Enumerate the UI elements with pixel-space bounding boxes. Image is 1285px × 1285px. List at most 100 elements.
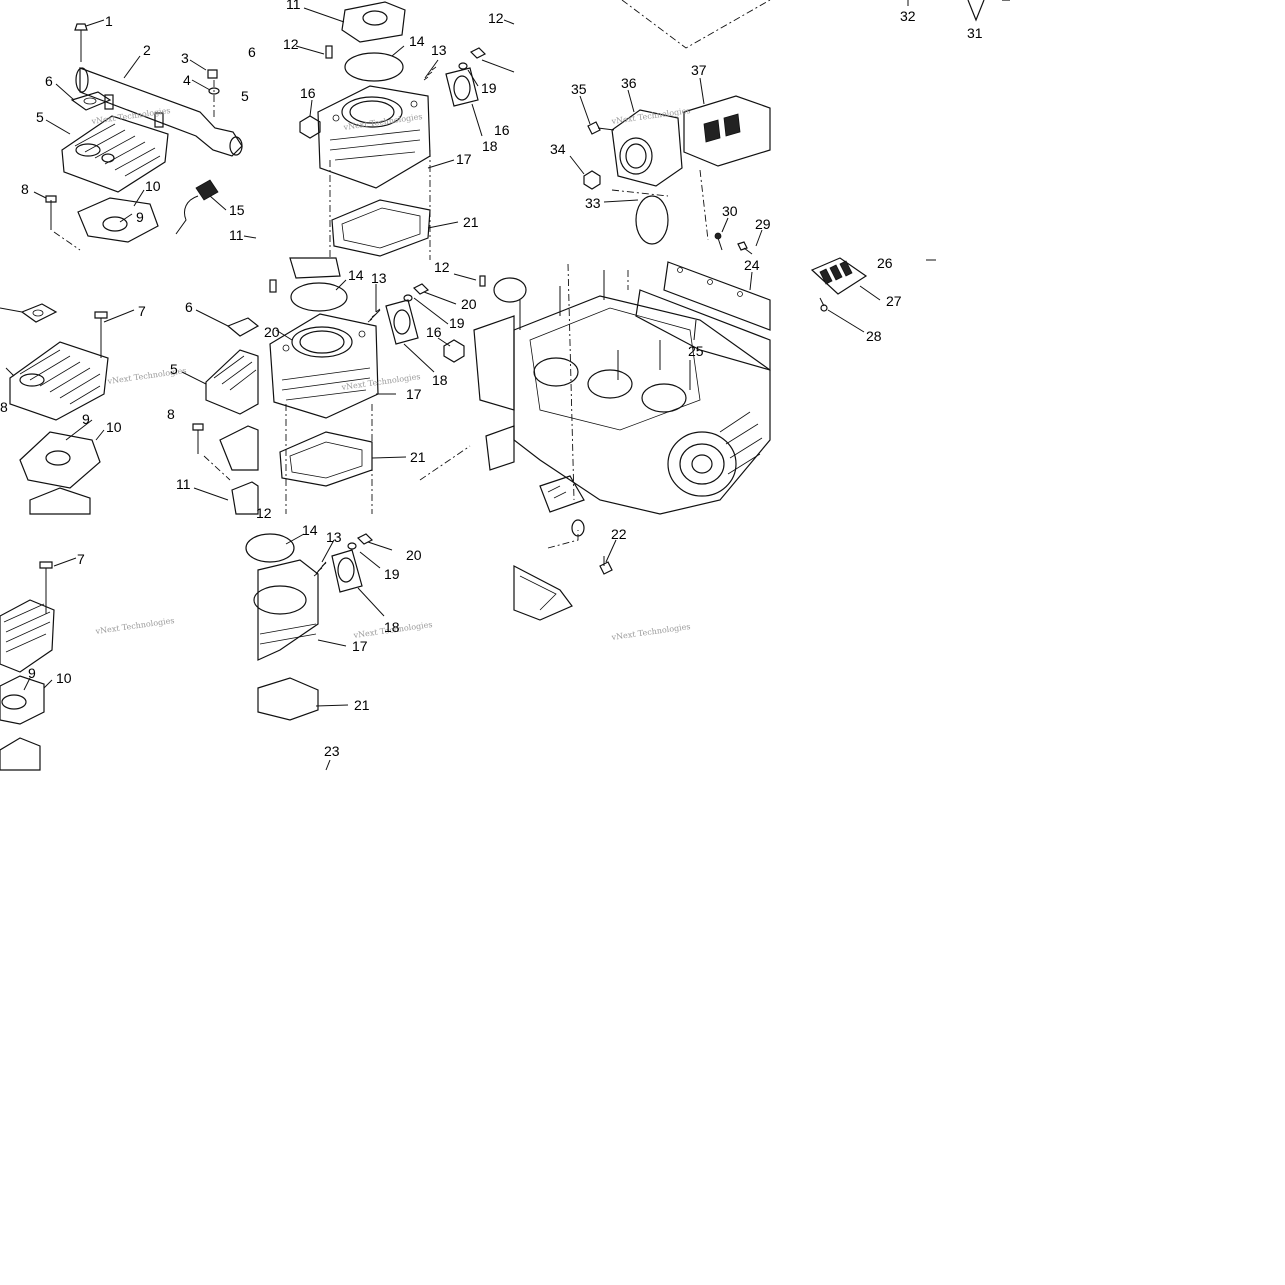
callout-27: 27 [886, 293, 902, 309]
callout-3: 3 [181, 50, 189, 66]
callout-8: 8 [21, 181, 29, 197]
callout-23: 23 [324, 743, 340, 759]
callout-11: 11 [176, 476, 191, 492]
callout-17: 17 [456, 151, 472, 167]
reed-valve [683, 95, 771, 167]
throttle-body [611, 109, 683, 187]
callout-13: 13 [326, 529, 342, 545]
callout-5: 5 [36, 109, 44, 125]
callout-37: 37 [691, 62, 707, 78]
watermark: vNext Technologies [90, 106, 171, 126]
callout-13: 13 [371, 270, 387, 286]
callout-12: 12 [488, 10, 504, 26]
tile-row3-left [0, 561, 55, 771]
callout-20: 20 [406, 547, 422, 563]
screw-washer [207, 69, 220, 120]
tile-row3-right [513, 519, 613, 621]
callout-28: 28 [866, 328, 882, 344]
gasket [70, 91, 112, 111]
callout-7: 7 [138, 303, 146, 319]
watermark: vNext Technologies [342, 112, 423, 132]
tile-row2-far-right [810, 257, 936, 312]
crankcase [513, 270, 771, 515]
callout-29: 29 [755, 216, 771, 232]
callout-4: 4 [183, 72, 191, 88]
tile-row1-far-right [907, 0, 1010, 22]
callout-9: 9 [136, 209, 144, 225]
callout-9: 9 [28, 665, 36, 681]
cylinder-head [9, 341, 109, 421]
callout-5: 5 [241, 88, 249, 104]
callout-6: 6 [45, 73, 53, 89]
callout-19: 19 [384, 566, 400, 582]
callout-31: 31 [967, 25, 983, 41]
callout-5: 5 [170, 361, 178, 377]
callout-8: 8 [167, 406, 175, 422]
callout-10: 10 [56, 670, 72, 686]
callout-17: 17 [406, 386, 422, 402]
callout-26: 26 [877, 255, 893, 271]
callout-33: 33 [585, 195, 601, 211]
callout-19: 19 [449, 315, 465, 331]
tile-row3-center [245, 533, 374, 771]
callout-11: 11 [229, 227, 244, 243]
bolt [74, 23, 88, 62]
head-gasket [77, 197, 159, 243]
tile-row1-right [583, 0, 771, 255]
callout-36: 36 [621, 75, 637, 91]
callout-18: 18 [384, 619, 400, 635]
leader-lines [0, 7, 881, 707]
callout-21: 21 [410, 449, 426, 465]
cylinder-head [205, 349, 259, 415]
cylinder [317, 85, 431, 189]
callout-21: 21 [463, 214, 479, 230]
callout-12: 12 [434, 259, 450, 275]
o-ring [344, 52, 404, 82]
callout-35: 35 [571, 81, 587, 97]
tile-row1-center [299, 1, 487, 260]
callout-30: 30 [722, 203, 738, 219]
callout-18: 18 [432, 372, 448, 388]
callout-12: 12 [283, 36, 299, 52]
callout-1: 1 [105, 13, 113, 29]
callout-18: 18 [482, 138, 498, 154]
callout-16: 16 [300, 85, 316, 101]
callout-10: 10 [145, 178, 161, 194]
callout-25: 25 [688, 343, 704, 359]
cylinder [253, 559, 319, 661]
tile-row2-center [269, 257, 527, 514]
tile-row1-left [45, 23, 243, 251]
base-gasket [331, 199, 431, 257]
cylinder-head [61, 115, 169, 193]
tile-row2-right [513, 261, 771, 515]
reed-plate [810, 257, 868, 295]
callout-14: 14 [409, 33, 425, 49]
tile-row2-left [9, 303, 260, 515]
callout-16: 16 [494, 122, 510, 138]
callout-12: 12 [256, 505, 272, 521]
callout-34: 34 [550, 141, 566, 157]
hose-clamp [635, 195, 669, 245]
callout-15: 15 [229, 202, 245, 218]
cylinder-head [0, 599, 55, 673]
callout-7: 7 [77, 551, 85, 567]
watermark: vNext Technologies [610, 622, 691, 642]
callout-14: 14 [302, 522, 318, 538]
callout-6: 6 [248, 44, 256, 60]
callout-8: 8 [0, 399, 8, 415]
callout-32: 32 [900, 8, 916, 24]
callout-20: 20 [461, 296, 477, 312]
temperature-sensor [175, 179, 219, 235]
callout-10: 10 [106, 419, 122, 435]
callout-22: 22 [611, 526, 627, 542]
callout-16: 16 [426, 324, 442, 340]
cylinder [269, 313, 379, 419]
watermark: vNext Technologies [94, 616, 175, 636]
callout-labels: 1 2 3 4 5 5 5 6 6 6 7 7 8 8 8 9 9 9 10 1… [0, 0, 983, 759]
callout-13: 13 [431, 42, 447, 58]
callout-19: 19 [481, 80, 497, 96]
callout-24: 24 [744, 257, 760, 273]
callout-17: 17 [352, 638, 368, 654]
callout-6: 6 [185, 299, 193, 315]
